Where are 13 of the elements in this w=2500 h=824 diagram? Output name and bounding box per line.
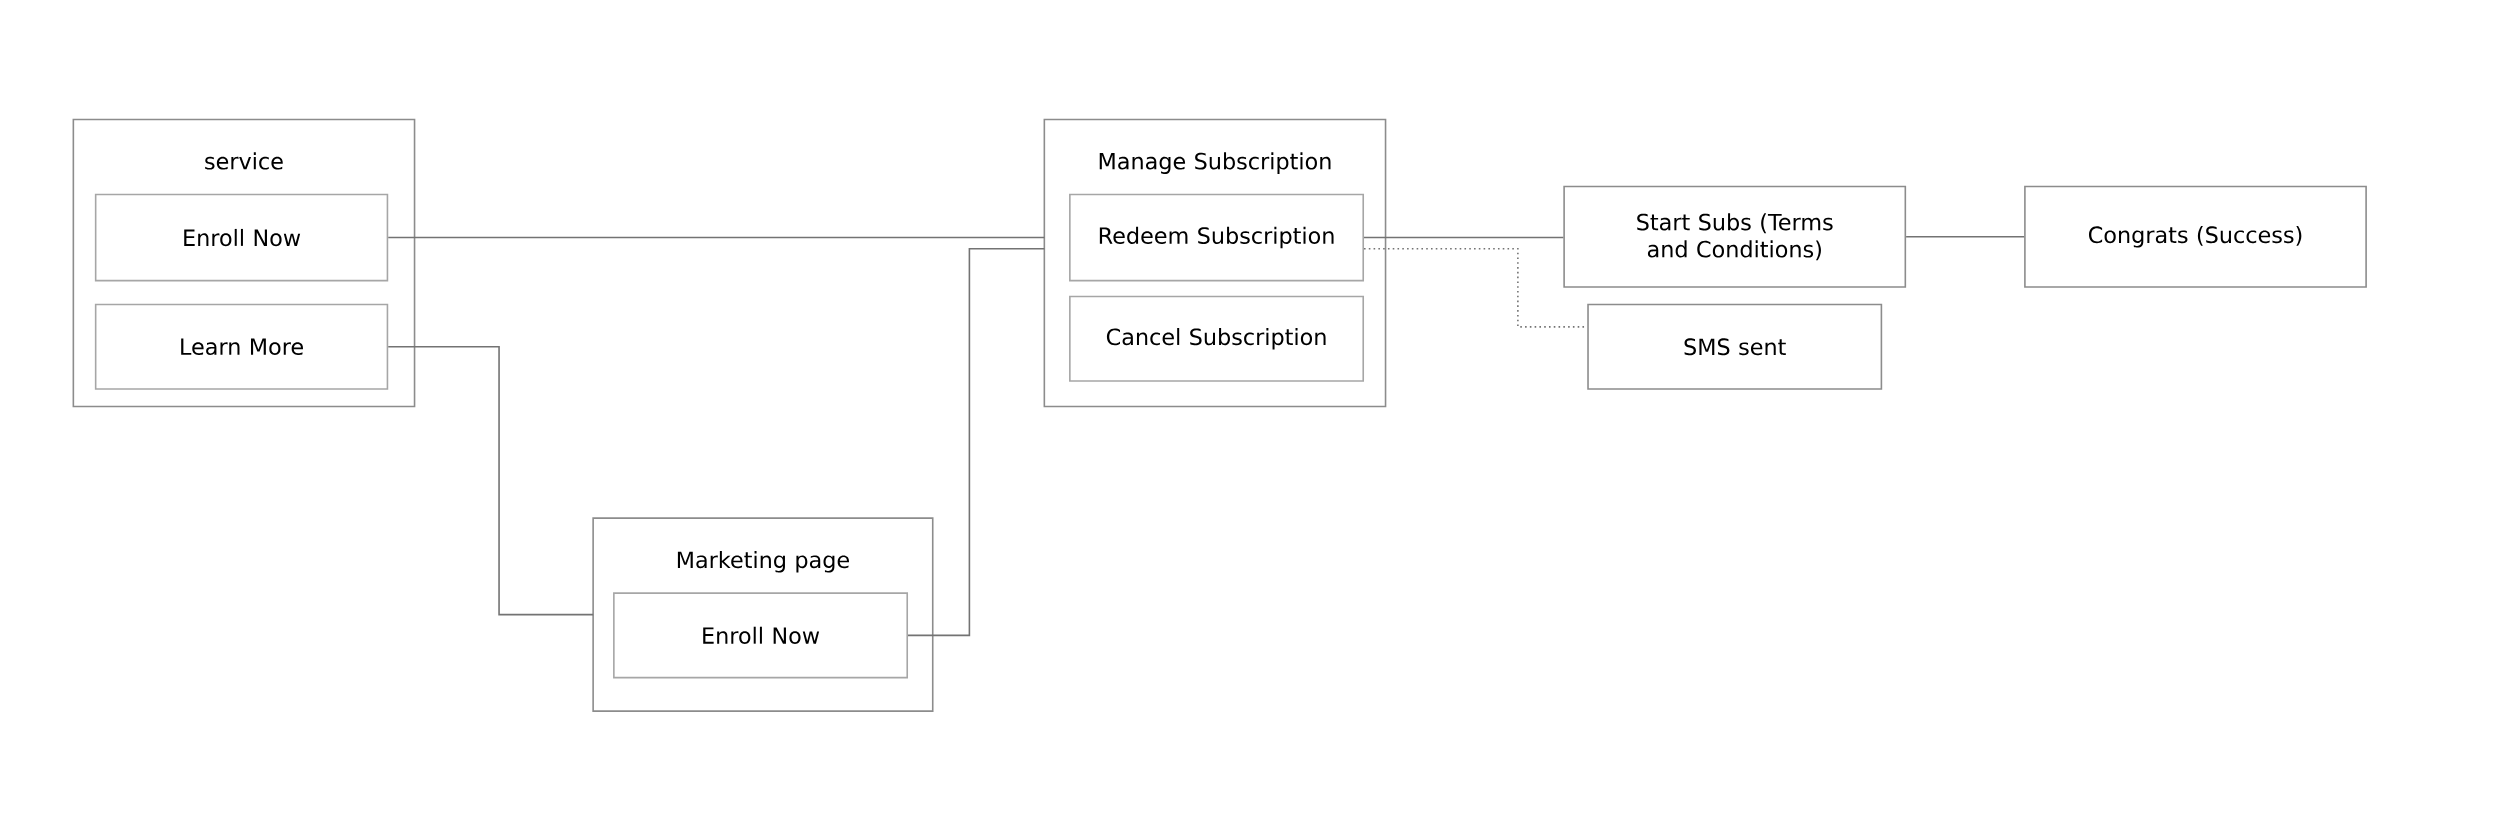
process-box: Congrats (Success) <box>2024 185 2367 288</box>
process-box: SMS sent <box>1587 303 1883 390</box>
connector-line <box>907 247 1046 636</box>
process-box: Enroll Now <box>613 592 908 679</box>
connector-line <box>387 345 594 616</box>
connector-line <box>1363 236 1565 239</box>
connector-line <box>1905 235 2025 238</box>
process-box: Redeem Subscription <box>1069 193 1365 282</box>
connector-line <box>387 236 1046 239</box>
process-box: Enroll Now <box>94 193 389 282</box>
process-box: Cancel Subscription <box>1069 295 1365 382</box>
process-box: Learn More <box>94 303 389 390</box>
process-box: Start Subs (Terms and Conditions) <box>1563 185 1907 288</box>
